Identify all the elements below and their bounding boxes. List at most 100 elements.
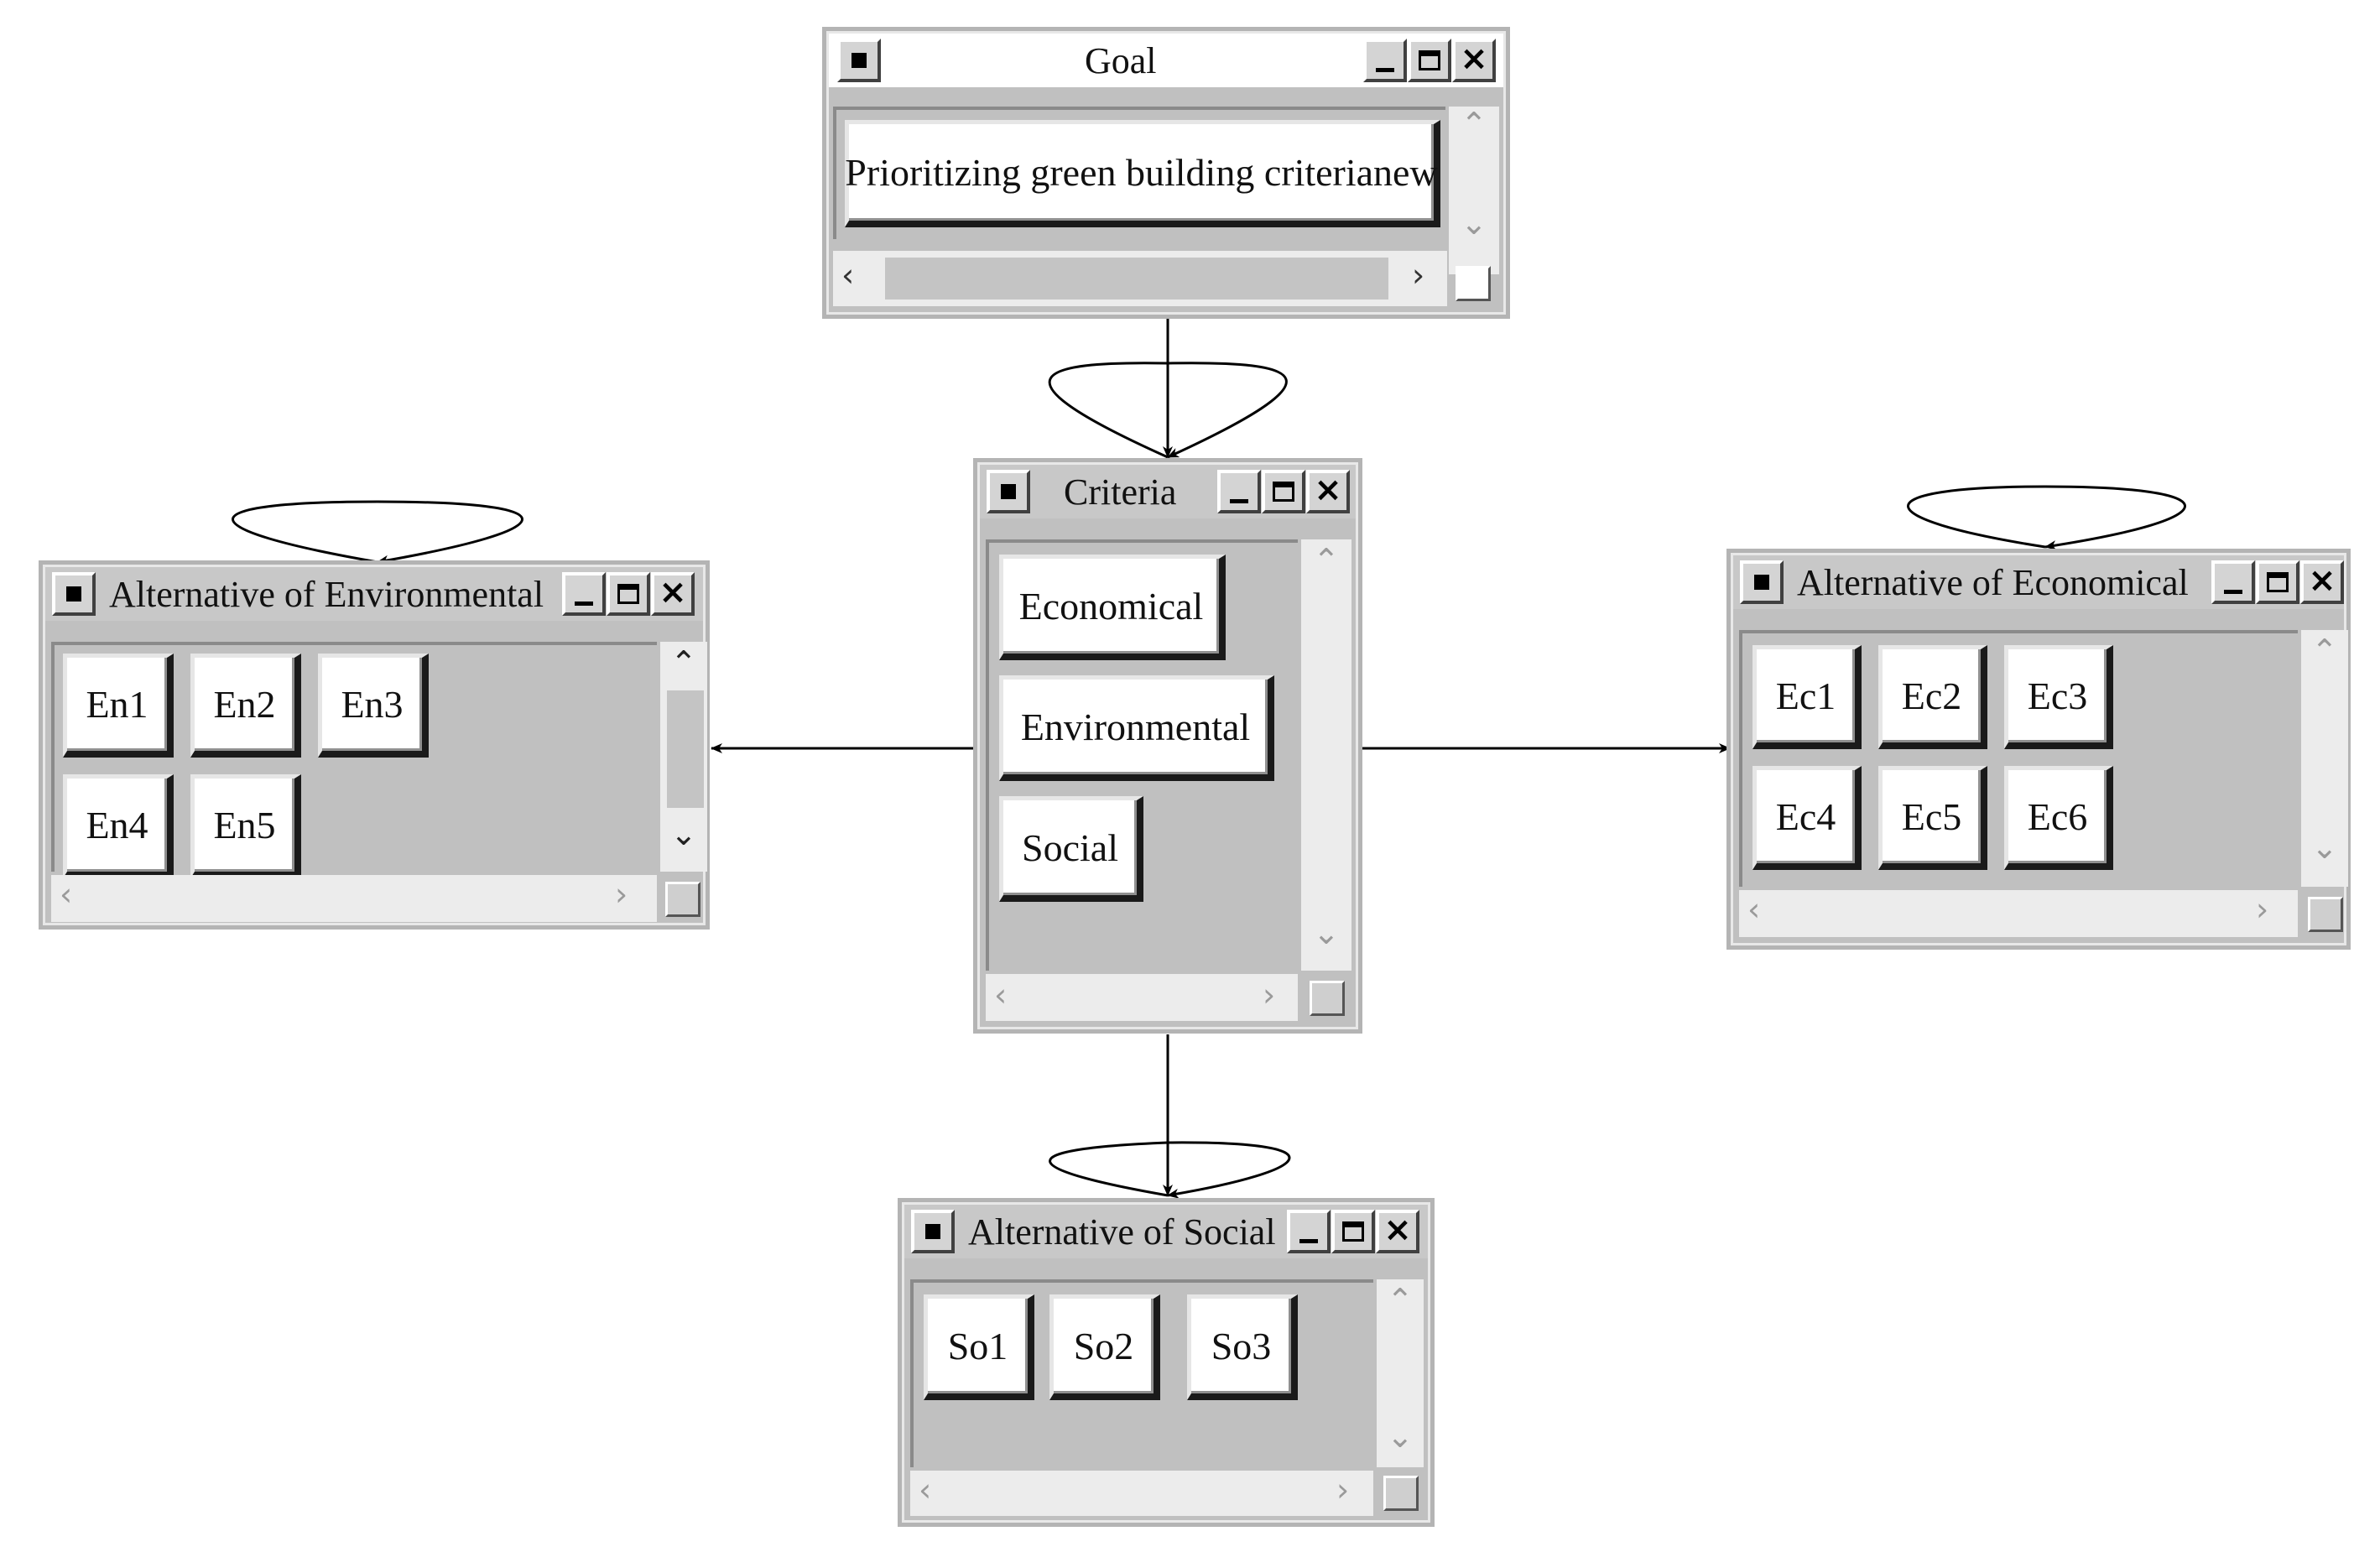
close-icon[interactable]: × xyxy=(1376,1210,1419,1253)
minimize-icon[interactable] xyxy=(1287,1210,1331,1253)
chevron-up-icon[interactable]: ⌃ xyxy=(670,644,697,681)
social-titlebar: Alternative of Social × xyxy=(904,1205,1428,1258)
maximize-icon[interactable] xyxy=(1262,470,1305,513)
chevron-left-icon[interactable]: ‹ xyxy=(1747,891,1761,928)
node-ec6[interactable]: Ec6 xyxy=(2004,766,2113,870)
horizontal-scrollbar[interactable]: ‹ › xyxy=(910,1471,1373,1516)
node-so1[interactable]: So1 xyxy=(924,1294,1034,1400)
system-menu-icon[interactable] xyxy=(52,572,96,616)
close-icon[interactable]: × xyxy=(1452,39,1496,82)
chevron-down-icon[interactable]: ⌄ xyxy=(670,815,697,852)
close-icon[interactable]: × xyxy=(651,572,695,616)
economical-content: Ec1 Ec2 Ec3 Ec4 Ec5 Ec6 xyxy=(1739,630,2298,887)
node-ec5[interactable]: Ec5 xyxy=(1878,766,1987,870)
criteria-titlebar: Criteria × xyxy=(980,465,1356,518)
self-loop-environmental xyxy=(232,500,523,565)
node-ec1[interactable]: Ec1 xyxy=(1752,645,1862,749)
chevron-left-icon[interactable]: ‹ xyxy=(60,876,73,913)
chevron-down-icon[interactable]: ⌄ xyxy=(1313,914,1340,951)
chevron-left-icon[interactable]: ‹ xyxy=(919,1471,932,1508)
resize-grip[interactable] xyxy=(2308,897,2343,932)
social-content: So1 So2 So3 xyxy=(910,1279,1373,1467)
economical-titlebar: Alternative of Economical × xyxy=(1733,555,2344,609)
maximize-icon[interactable] xyxy=(607,572,650,616)
chevron-left-icon[interactable]: ‹ xyxy=(994,977,1008,1013)
node-environmental[interactable]: Environmental xyxy=(999,675,1274,781)
node-en1[interactable]: En1 xyxy=(63,654,174,758)
horizontal-scrollbar[interactable]: ‹ › xyxy=(986,974,1298,1021)
maximize-icon[interactable] xyxy=(1408,39,1451,82)
node-so3[interactable]: So3 xyxy=(1187,1294,1298,1400)
self-loop-social xyxy=(1049,1141,1291,1199)
node-en5[interactable]: En5 xyxy=(190,774,301,878)
minimize-icon[interactable] xyxy=(2211,560,2255,604)
minimize-icon[interactable] xyxy=(562,572,606,616)
window-title: Alternative of Environmental xyxy=(109,573,544,615)
vertical-scrollbar[interactable]: ⌃ ⌄ xyxy=(1377,1279,1424,1467)
chevron-up-icon[interactable]: ⌃ xyxy=(1461,106,1487,143)
node-en2[interactable]: En2 xyxy=(190,654,301,758)
economical-window: Alternative of Economical × Ec1 Ec2 Ec3 … xyxy=(1726,549,2351,950)
minimize-icon[interactable] xyxy=(1217,470,1261,513)
chevron-down-icon[interactable]: ⌄ xyxy=(1387,1418,1414,1455)
chevron-right-icon[interactable]: › xyxy=(1263,977,1276,1013)
close-icon[interactable]: × xyxy=(1306,470,1350,513)
node-ec4[interactable]: Ec4 xyxy=(1752,766,1862,870)
scroll-thumb[interactable] xyxy=(885,258,1388,299)
social-window: Alternative of Social × So1 So2 So3 ⌃ ⌄ … xyxy=(898,1198,1435,1527)
self-loop-economical xyxy=(1907,485,2186,550)
node-en4[interactable]: En4 xyxy=(63,774,174,878)
vertical-scrollbar[interactable]: ⌃ ⌄ xyxy=(1449,107,1499,274)
node-so2[interactable]: So2 xyxy=(1049,1294,1160,1400)
resize-grip[interactable] xyxy=(1456,266,1491,301)
goal-content: Prioritizing green building criterianew xyxy=(833,107,1445,239)
window-title: Goal xyxy=(1085,39,1157,81)
chevron-down-icon[interactable]: ⌄ xyxy=(1461,205,1487,242)
horizontal-scrollbar[interactable]: ‹ › xyxy=(51,875,657,922)
goal-titlebar: Goal × xyxy=(829,34,1503,87)
node-en3[interactable]: En3 xyxy=(318,654,429,758)
node-goal[interactable]: Prioritizing green building criterianew xyxy=(845,120,1440,227)
chevron-up-icon[interactable]: ⌃ xyxy=(1313,542,1340,579)
maximize-icon[interactable] xyxy=(1331,1210,1375,1253)
close-icon[interactable]: × xyxy=(2300,560,2344,604)
node-social[interactable]: Social xyxy=(999,796,1143,902)
minimize-icon[interactable] xyxy=(1363,39,1407,82)
chevron-down-icon[interactable]: ⌄ xyxy=(2311,829,2338,866)
maximize-icon[interactable] xyxy=(2256,560,2299,604)
chevron-left-icon[interactable]: ‹ xyxy=(841,257,855,294)
environmental-titlebar: Alternative of Environmental × xyxy=(45,567,703,621)
chevron-right-icon[interactable]: › xyxy=(1412,257,1425,294)
horizontal-scrollbar[interactable]: ‹ › xyxy=(833,251,1447,306)
node-ec3[interactable]: Ec3 xyxy=(2004,645,2113,749)
goal-window: Goal × Prioritizing green building crite… xyxy=(822,27,1510,319)
resize-grip[interactable] xyxy=(665,882,700,917)
environmental-window: Alternative of Environmental × En1 En2 E… xyxy=(39,560,710,930)
environmental-content: En1 En2 En3 En4 En5 xyxy=(51,642,657,878)
system-menu-icon[interactable] xyxy=(987,470,1030,513)
chevron-up-icon[interactable]: ⌃ xyxy=(1387,1282,1414,1319)
node-economical[interactable]: Economical xyxy=(999,555,1226,660)
system-menu-icon[interactable] xyxy=(837,39,881,82)
scroll-thumb[interactable] xyxy=(667,690,704,808)
vertical-scrollbar[interactable]: ⌃ ⌄ xyxy=(660,642,707,872)
chevron-up-icon[interactable]: ⌃ xyxy=(2311,633,2338,669)
resize-grip[interactable] xyxy=(1383,1476,1419,1511)
criteria-content: Economical Environmental Social xyxy=(986,539,1298,971)
window-title: Alternative of Social xyxy=(968,1211,1276,1253)
vertical-scrollbar[interactable]: ⌃ ⌄ xyxy=(1301,539,1351,971)
criteria-window: Criteria × Economical Environmental Soci… xyxy=(973,458,1362,1034)
chevron-right-icon[interactable]: › xyxy=(615,876,628,913)
window-title: Alternative of Economical xyxy=(1797,561,2189,603)
chevron-right-icon[interactable]: › xyxy=(2256,891,2269,928)
node-ec2[interactable]: Ec2 xyxy=(1878,645,1987,749)
vertical-scrollbar[interactable]: ⌃ ⌄ xyxy=(2301,630,2348,887)
horizontal-scrollbar[interactable]: ‹ › xyxy=(1739,890,2298,937)
chevron-right-icon[interactable]: › xyxy=(1336,1471,1350,1508)
resize-grip[interactable] xyxy=(1310,981,1345,1016)
self-loop-criteria xyxy=(1048,362,1288,459)
system-menu-icon[interactable] xyxy=(1740,560,1784,604)
window-title: Criteria xyxy=(1064,471,1177,513)
system-menu-icon[interactable] xyxy=(911,1210,955,1253)
